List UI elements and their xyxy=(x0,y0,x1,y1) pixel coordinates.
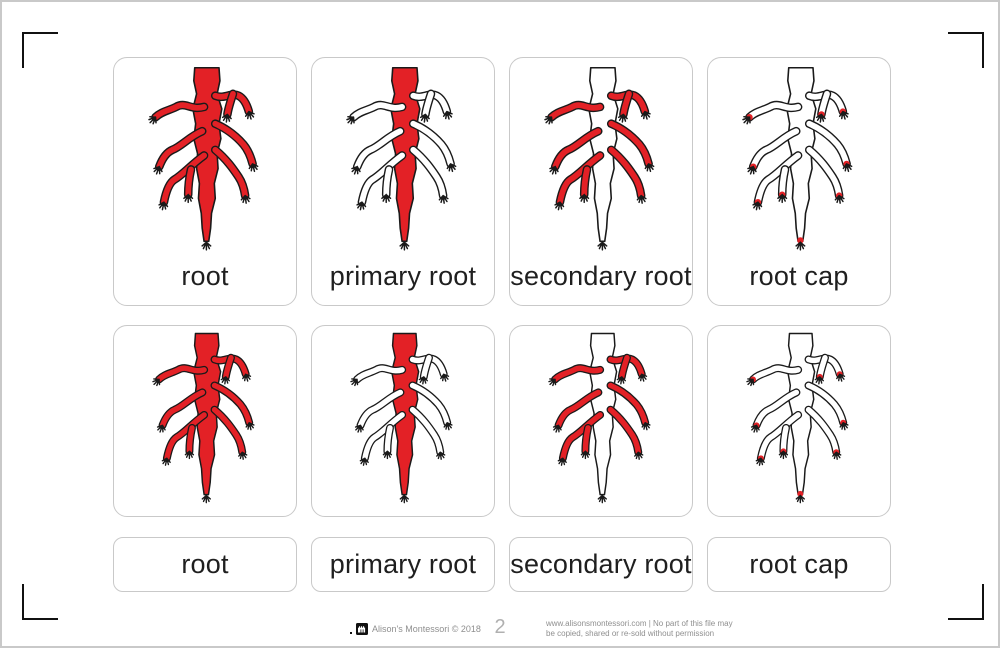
notice-line-1: www.alisonsmontessori.com | No part of t… xyxy=(546,619,733,628)
card-label: root xyxy=(181,548,229,579)
card-label: secondary root xyxy=(510,548,692,579)
label-card-root-cap: root cap xyxy=(707,537,891,592)
footer-brand: Alison's Montessori © 2018 xyxy=(350,621,481,637)
labeled-card-root: root xyxy=(113,57,297,306)
root-illustration-secondary-red xyxy=(510,64,692,260)
label-card-secondary-root: secondary root xyxy=(509,537,693,592)
label-card-root: root xyxy=(113,537,297,592)
labeled-card-primary-root: primary root xyxy=(311,57,495,306)
notice-line-2: be copied, shared or re-sold without per… xyxy=(546,629,715,638)
card-label: primary root xyxy=(329,548,477,579)
picture-card-primary-root xyxy=(311,325,495,517)
card-label: primary root xyxy=(329,261,477,291)
root-illustration-primary-red xyxy=(312,64,494,260)
footer-dot xyxy=(350,632,352,634)
card-label: root cap xyxy=(749,261,849,291)
root-illustration-primary-red xyxy=(312,330,494,512)
card-label: root cap xyxy=(749,548,849,579)
picture-card-root-cap xyxy=(707,325,891,517)
picture-card-secondary-root xyxy=(509,325,693,517)
labeled-card-secondary-root: secondary root xyxy=(509,57,693,306)
root-illustration-tips-red xyxy=(708,64,890,260)
page-number: 2 xyxy=(494,616,506,638)
crop-mark-top-left xyxy=(22,32,58,68)
card-label: secondary root xyxy=(510,261,692,291)
root-illustration-tips-red xyxy=(708,330,890,512)
labeled-card-root-cap: root cap xyxy=(707,57,891,306)
crop-mark-bottom-left xyxy=(22,584,58,620)
copy-restriction-notice: www.alisonsmontessori.com | No part of t… xyxy=(546,619,733,639)
label-card-primary-root: primary root xyxy=(311,537,495,592)
card-label: root xyxy=(181,261,229,291)
crop-mark-top-right xyxy=(948,32,984,68)
root-illustration-all-red xyxy=(114,330,296,512)
crop-mark-bottom-right xyxy=(948,584,984,620)
root-illustration-all-red xyxy=(114,64,296,260)
copyright-text: Alison's Montessori © 2018 xyxy=(372,624,481,634)
picture-card-root xyxy=(113,325,297,517)
montessori-logo-icon xyxy=(356,623,368,635)
root-illustration-secondary-red xyxy=(510,330,692,512)
